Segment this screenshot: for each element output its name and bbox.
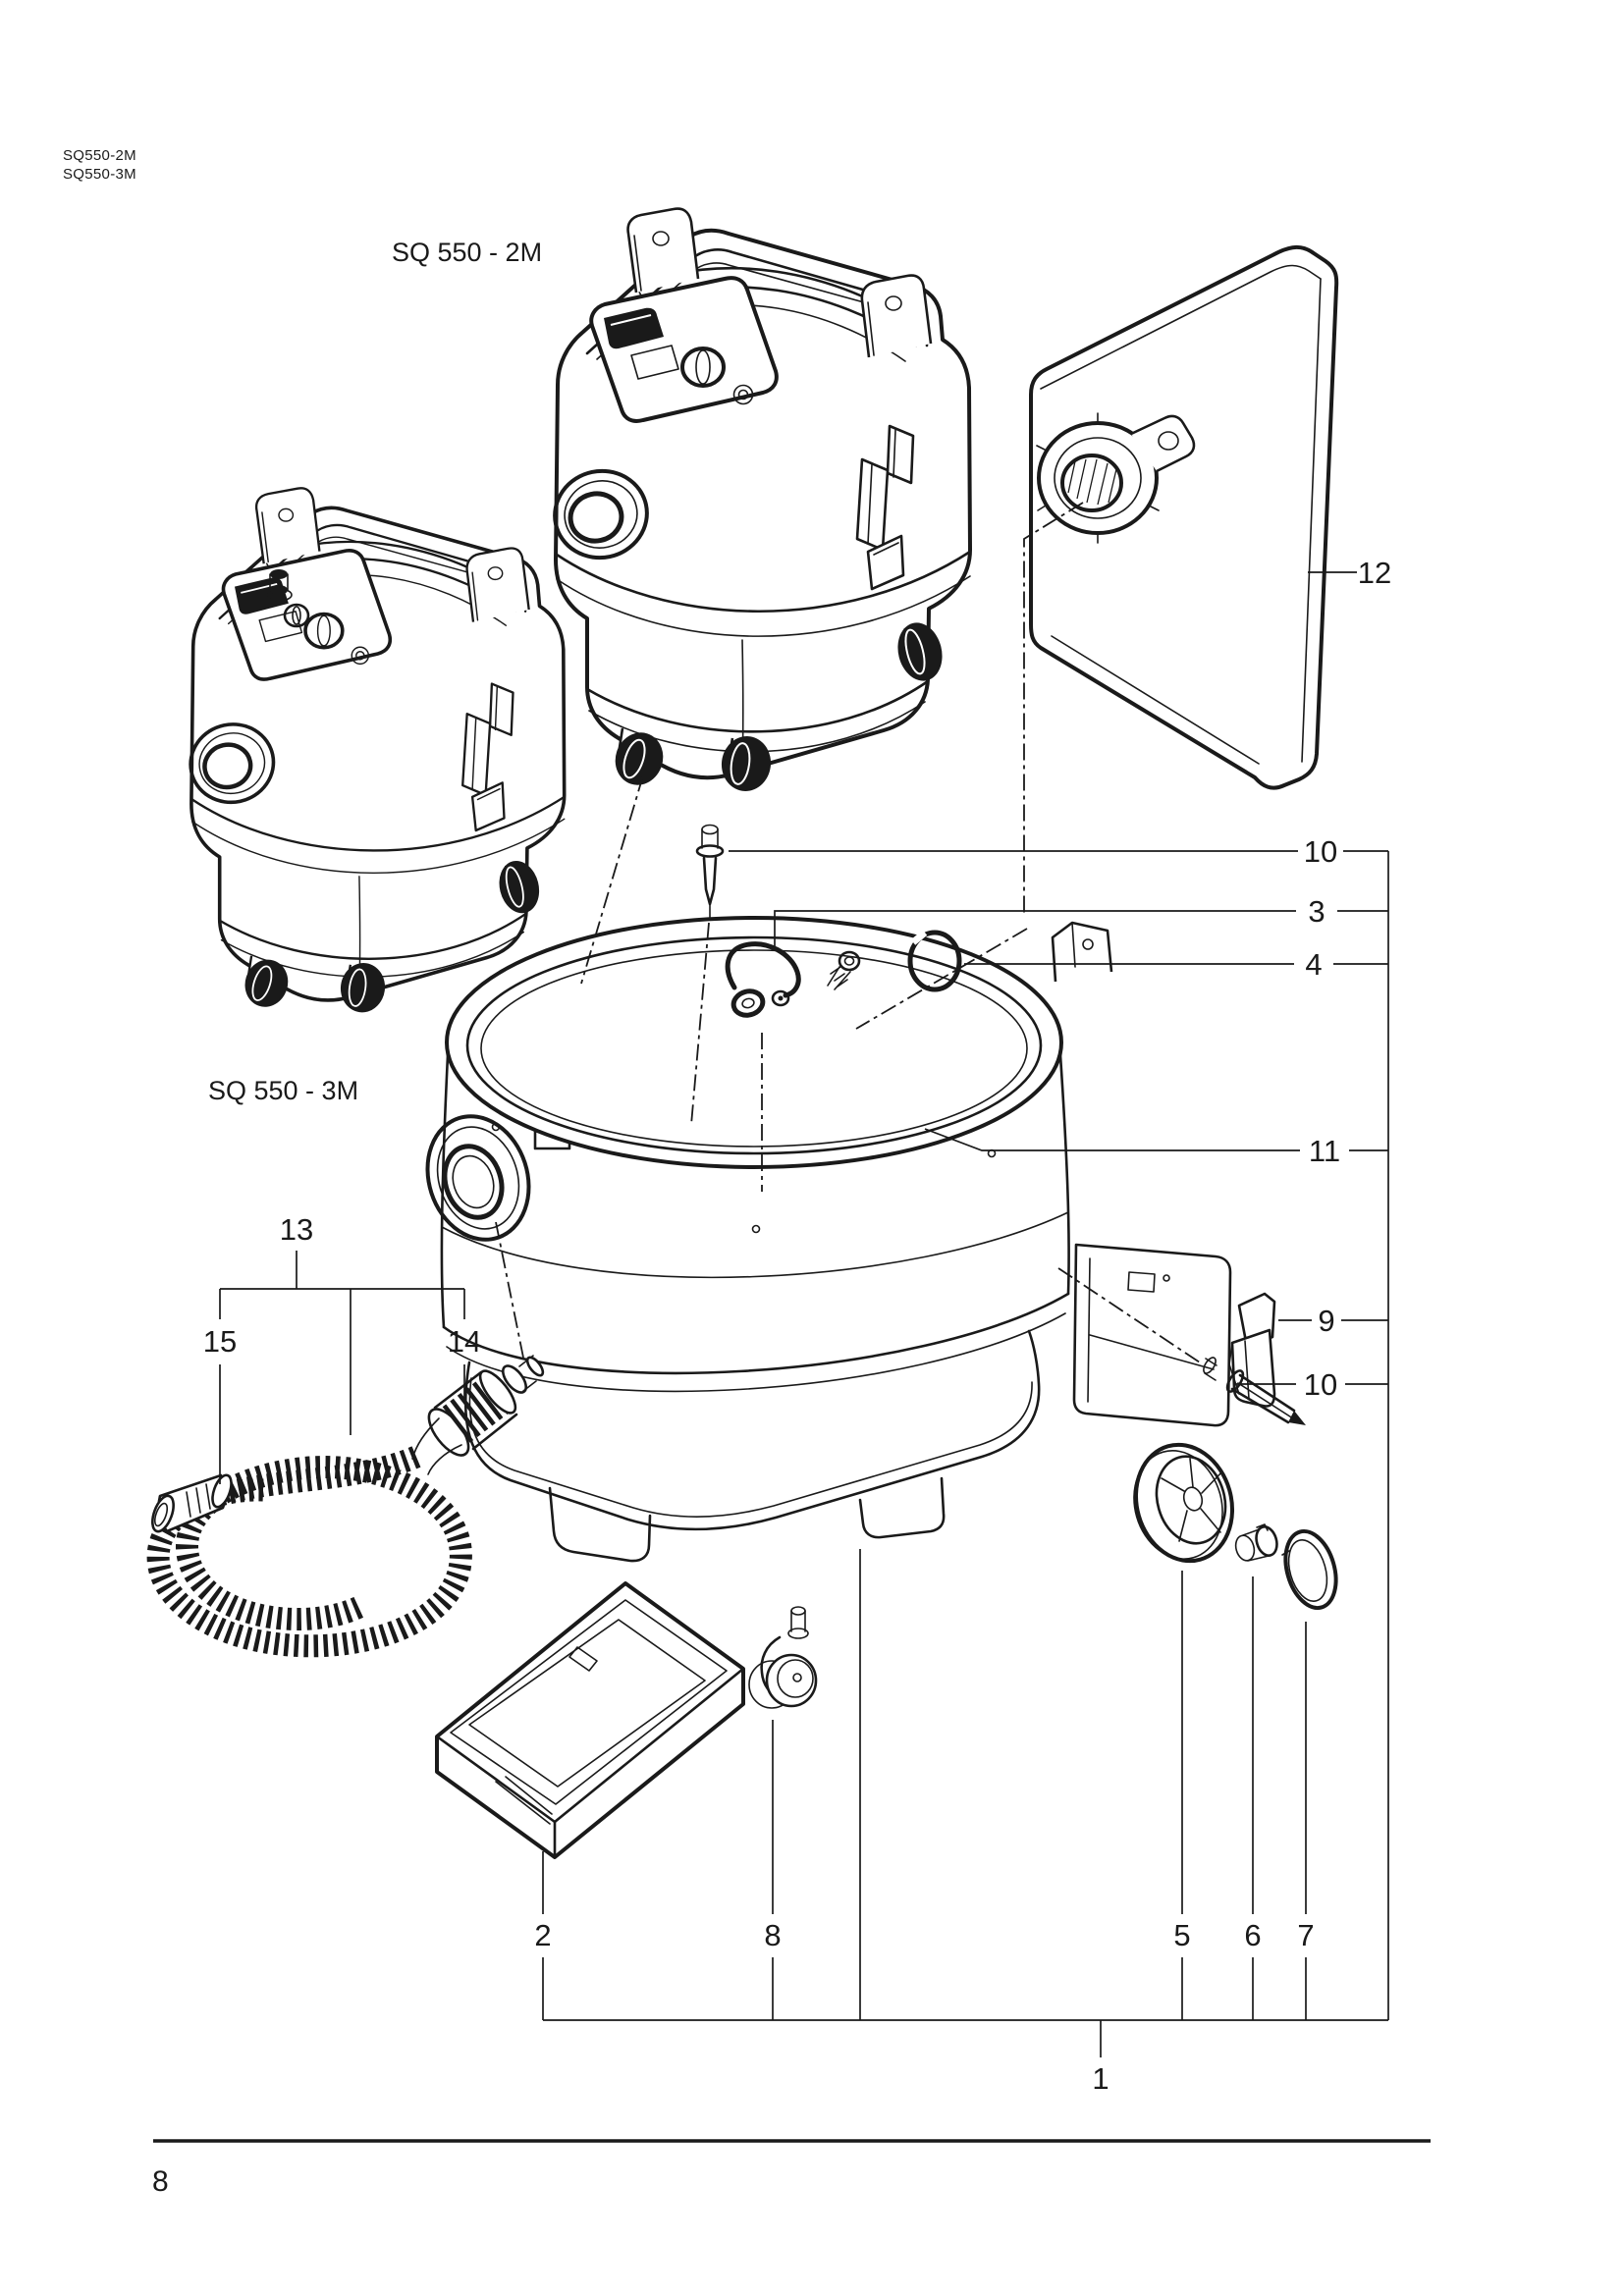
callout-8-label: 8 (764, 1918, 781, 1952)
filter-plate-part-12 (1029, 244, 1339, 790)
cap-part-7 (1281, 1528, 1338, 1611)
vacuum-illustration-sq550-2m (547, 209, 970, 795)
callout-4-label: 4 (1305, 947, 1322, 982)
wheel-part-5 (1133, 1442, 1235, 1564)
callout-9-label: 9 (1318, 1304, 1334, 1338)
model-label-sq550-3m: SQ 550 - 3M (208, 1076, 358, 1105)
page-number: 8 (152, 2165, 169, 2198)
header-model-line-2: SQ550-3M (63, 166, 136, 183)
callout-13-label: 13 (280, 1212, 313, 1247)
tray-part-2 (435, 1581, 745, 1859)
clamp-part-3 (725, 941, 801, 1018)
o-ring-part-4 (907, 930, 962, 992)
model-label-sq550-2m: SQ 550 - 2M (392, 238, 542, 267)
header-model-line-1: SQ550-2M (63, 147, 136, 164)
hose-cuff-part-15 (151, 1473, 233, 1533)
port-hatch (1067, 458, 1117, 506)
latch-part-9 (1228, 1292, 1276, 1408)
callout-15-label: 15 (203, 1324, 237, 1359)
callout-14-label: 14 (448, 1324, 481, 1359)
callout-10-top-label: 10 (1304, 834, 1337, 869)
callout-3-label: 3 (1308, 894, 1325, 929)
hub-part-6 (1234, 1523, 1278, 1562)
vacuum-illustration-sq550-3m (184, 488, 565, 1015)
callout-lines (219, 571, 1389, 2057)
3m-extra-panel-details (265, 569, 310, 628)
container-body (425, 916, 1232, 1563)
callout-11-label: 11 (1309, 1134, 1340, 1168)
screw-part-3 (827, 950, 861, 990)
callout-1-label: 1 (1092, 2061, 1109, 2096)
callout-5-label: 5 (1173, 1918, 1190, 1952)
callout-7-label: 7 (1297, 1918, 1314, 1952)
alignment-lines (495, 502, 1204, 1365)
callout-12-label: 12 (1358, 556, 1391, 590)
hose-assembly (146, 1355, 545, 1658)
callout-10-side-label: 10 (1304, 1367, 1337, 1402)
hose-connector-part-14 (411, 1355, 545, 1475)
callout-6-label: 6 (1244, 1918, 1261, 1952)
caster-part-8 (748, 1606, 818, 1709)
pin-part-10-top (695, 824, 725, 921)
callout-2-label: 2 (534, 1918, 551, 1952)
